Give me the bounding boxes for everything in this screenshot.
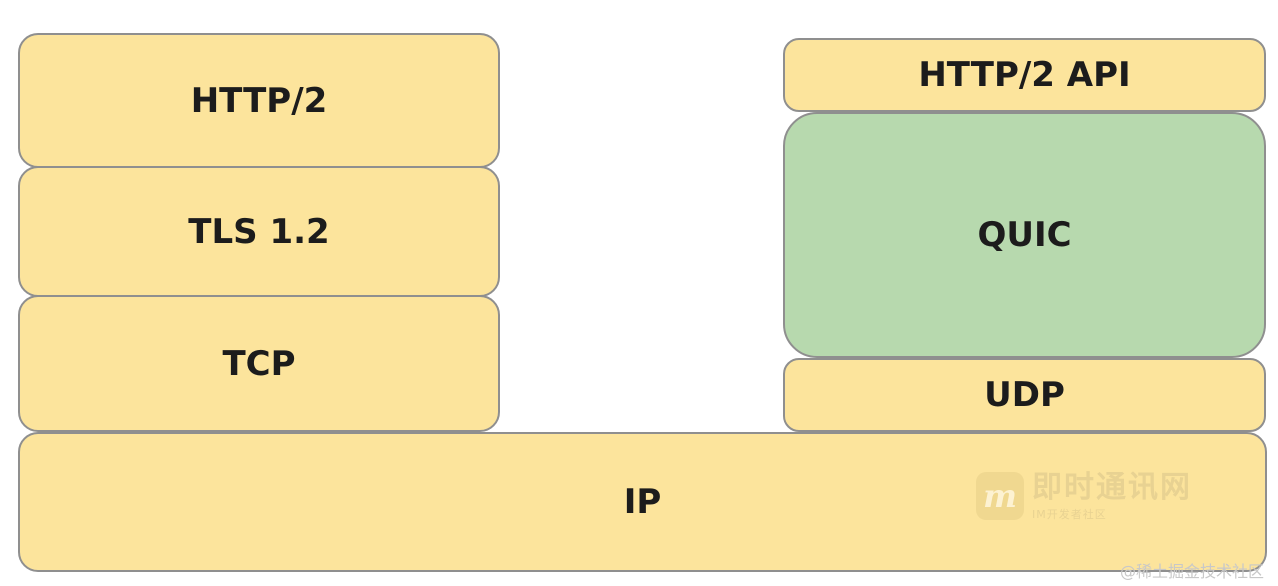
http2-api-layer: HTTP/2 API <box>783 38 1266 112</box>
quic-label: QUIC <box>977 215 1072 255</box>
tcp-layer: TCP <box>18 295 500 432</box>
tls-label: TLS 1.2 <box>188 211 330 252</box>
ip-layer: IP <box>18 432 1267 572</box>
quic-layer: QUIC <box>783 112 1266 358</box>
http2-api-label: HTTP/2 API <box>918 55 1131 95</box>
watermark-text: 即时通讯网 IM开发者社区 <box>1032 469 1192 521</box>
credit-text: @稀土掘金技术社区 <box>1119 562 1264 581</box>
udp-layer: UDP <box>783 358 1266 432</box>
tcp-label: TCP <box>222 343 296 384</box>
http2-layer: HTTP/2 <box>18 33 500 168</box>
udp-label: UDP <box>984 375 1065 415</box>
ip-label: IP <box>623 482 662 522</box>
watermark-title: 即时通讯网 <box>1032 469 1192 505</box>
http2-label: HTTP/2 <box>190 80 328 121</box>
tls-layer: TLS 1.2 <box>18 166 500 297</box>
watermark-logo-icon: m <box>976 472 1024 520</box>
watermark-subtitle: IM开发者社区 <box>1032 507 1107 521</box>
watermark: m 即时通讯网 IM开发者社区 <box>976 472 1192 520</box>
